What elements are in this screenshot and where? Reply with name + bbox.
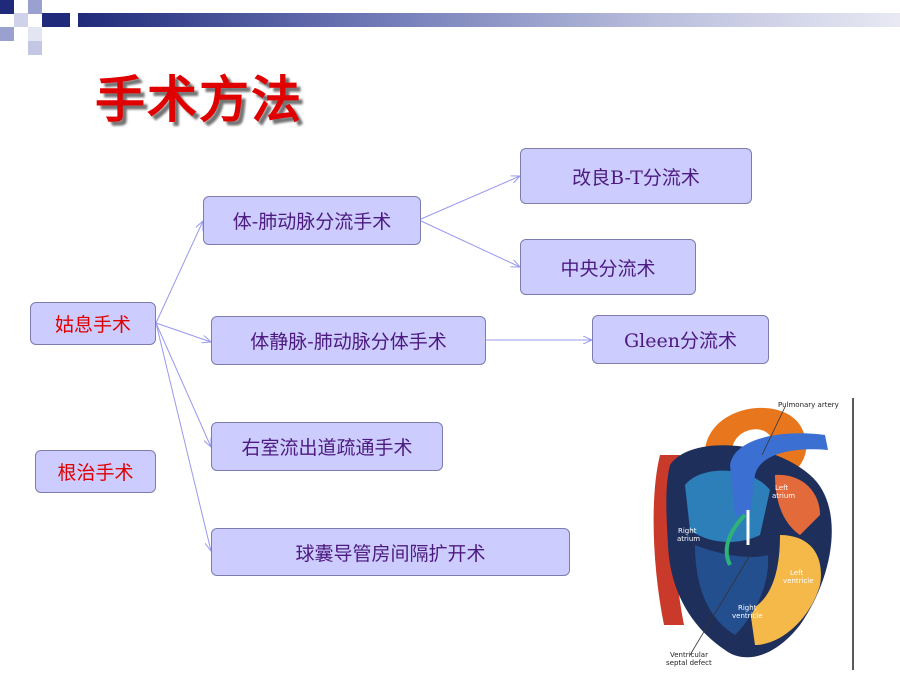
label-vsd: Ventricular <box>670 651 708 659</box>
venous-pulmonary-shunt-node: 体静脉-肺动脉分体手术 <box>211 316 486 365</box>
deco-square <box>56 13 70 27</box>
label-left-atrium: Left <box>775 484 788 492</box>
right-atrium-shape <box>685 470 770 542</box>
right-ventricle-shape <box>695 545 769 635</box>
deco-square <box>42 13 56 27</box>
radical-surgery-node: 根治手术 <box>35 450 156 493</box>
modified-bt-shunt-node: 改良B-T分流术 <box>520 148 752 204</box>
label-left-ventricle: Left <box>790 569 803 577</box>
deco-square <box>28 27 42 41</box>
deco-square <box>28 0 42 14</box>
pulmonary-artery-shape <box>730 433 828 515</box>
label-right-ventricle: Right <box>738 604 757 612</box>
label-vsd: septal defect <box>666 659 712 667</box>
palliative-surgery-node: 姑息手术 <box>30 302 156 345</box>
left-ventricle-shape <box>750 535 821 645</box>
deco-square <box>0 27 14 41</box>
header-bar <box>78 13 900 27</box>
connector-shunt-to-bt <box>420 176 520 220</box>
systemic-pulmonary-shunt-node: 体-肺动脉分流手术 <box>203 196 421 245</box>
deco-square <box>0 0 14 14</box>
connector-palliative-to-balloon <box>155 322 211 551</box>
heart-illustration: Pulmonary artery Left atrium Right atriu… <box>650 395 855 670</box>
slide-title: 手术方法 <box>95 70 303 129</box>
connector-palliative-to-shunt <box>155 221 203 324</box>
label-right-atrium: atrium <box>677 535 700 543</box>
label-pulmonary-artery: Pulmonary artery <box>778 401 839 409</box>
balloon-septostomy-node: 球囊导管房间隔扩开术 <box>211 528 570 576</box>
connector-shunt-to-central <box>420 220 520 267</box>
label-left-atrium: atrium <box>772 492 795 500</box>
label-right-ventricle: ventricle <box>732 612 763 620</box>
glenn-shunt-node: Gleen分流术 <box>592 315 769 364</box>
deco-square <box>28 41 42 55</box>
deco-square <box>14 13 28 27</box>
central-shunt-node: 中央分流术 <box>520 239 696 295</box>
connector-palliative-to-venous <box>155 322 211 342</box>
rvot-relief-node: 右室流出道疏通手术 <box>211 422 443 471</box>
label-right-atrium: Right <box>678 527 697 535</box>
label-left-ventricle: ventricle <box>783 577 814 585</box>
flow-arrow <box>724 513 747 566</box>
connector-palliative-to-rvot <box>155 322 211 447</box>
left-atrium-shape <box>775 474 820 535</box>
